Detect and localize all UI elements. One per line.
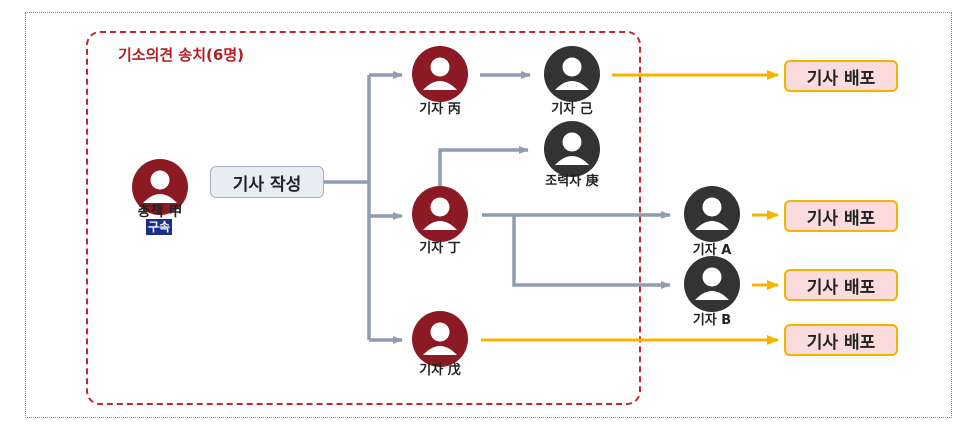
reporter-a-label: 기자 A (692, 243, 732, 258)
indicted-group-box (86, 31, 641, 405)
diagram-frame (25, 12, 952, 418)
jeong-to-b-line (512, 215, 671, 289)
helper-gyeong-label: 조력자 庚 (545, 174, 599, 189)
reporter-gi-label: 기자 己 (551, 102, 593, 117)
reporter-jeong-avatar-icon (411, 185, 469, 243)
reporter-b-avatar-icon (683, 255, 741, 313)
distribution-box-gi: 기사 배포 (784, 60, 898, 92)
distribution-box-a: 기사 배포 (784, 200, 898, 232)
reporter-mu-avatar-icon (411, 310, 469, 368)
detained-badge: 구속 (146, 219, 173, 235)
reporter-mu-label: 기자 戊 (419, 363, 461, 378)
distribution-box-b: 기사 배포 (784, 269, 898, 301)
article-writing-box: 기사 작성 (210, 166, 324, 198)
distribution-box-mu: 기사 배포 (784, 324, 898, 356)
jeong-to-gyeong-line (438, 146, 529, 186)
chief-avatar-icon (131, 158, 189, 216)
group-title: 기소의견 송치(6명) (118, 46, 244, 64)
reporter-jeong-label: 기자 丁 (419, 241, 461, 256)
reporter-a-avatar-icon (683, 185, 741, 243)
helper-gyeong-avatar-icon (543, 120, 601, 178)
reporter-byeong-avatar-icon (411, 45, 469, 103)
reporter-byeong-label: 기자 丙 (419, 102, 461, 117)
reporter-b-label: 기자 B (692, 313, 732, 328)
chief-label: 총책 甲 (137, 204, 183, 220)
reporter-gi-avatar-icon (543, 45, 601, 103)
